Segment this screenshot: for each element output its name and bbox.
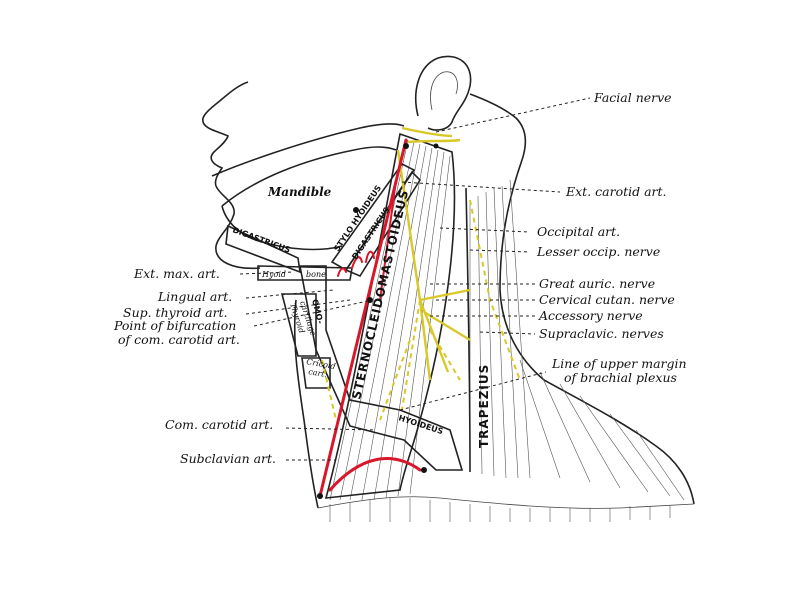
label-accessory: Accessory nerve xyxy=(538,308,643,323)
arteries xyxy=(318,138,422,498)
label-subclavian: Subclavian art. xyxy=(180,451,276,466)
label-great-auric: Great auric. nerve xyxy=(539,276,655,291)
label-occipital: Occipital art. xyxy=(537,224,620,239)
common-carotid-artery xyxy=(318,138,408,498)
label-trapezius: TRAPEZIUS xyxy=(477,364,491,448)
label-sup-thyroid: Sup. thyroid art. xyxy=(123,305,228,320)
label-supraclavic: Supraclavic. nerves xyxy=(539,326,664,341)
label-lesser-occip: Lesser occip. nerve xyxy=(536,244,660,259)
label-bifurcation-line2: of com. carotid art. xyxy=(118,332,240,347)
cricoid-outline xyxy=(301,357,331,389)
label-digastricus-front: DIGASTRICUS xyxy=(231,225,291,254)
hyoid-bone-outline xyxy=(257,265,353,281)
subclavian-artery xyxy=(328,457,422,492)
label-ext-max: Ext. max. art. xyxy=(133,266,220,281)
label-upper-margin-line1: Line of upper margin xyxy=(551,356,687,371)
label-com-carotid: Com. carotid art. xyxy=(165,417,273,432)
external-carotid-branch xyxy=(379,179,397,301)
label-bone: bone xyxy=(306,270,326,279)
label-ext-carotid: Ext. carotid art. xyxy=(565,184,667,199)
leader-lines xyxy=(239,97,591,461)
digastric-anterior-outline xyxy=(225,224,301,274)
label-hyoid: Hyoid xyxy=(261,270,286,279)
trapezius-outline xyxy=(465,187,471,473)
label-bifurcation-line1: Point of bifurcation xyxy=(113,318,236,333)
label-facial-nerve: Facial nerve xyxy=(593,90,672,105)
label-cricoid-2: cart. xyxy=(308,367,328,379)
label-lingual: Lingual art. xyxy=(157,289,232,304)
stylohyoid-outline xyxy=(330,162,416,272)
label-mandible: Mandible xyxy=(267,185,332,199)
sternocleidomastoid-outline xyxy=(324,132,456,499)
thyroid-cartilage-outline xyxy=(280,293,317,357)
label-upper-margin-line2: of brachial plexus xyxy=(564,370,677,385)
label-cervical-cutan: Cervical cutan. nerve xyxy=(539,292,675,307)
omohyoid-outline xyxy=(299,265,464,471)
